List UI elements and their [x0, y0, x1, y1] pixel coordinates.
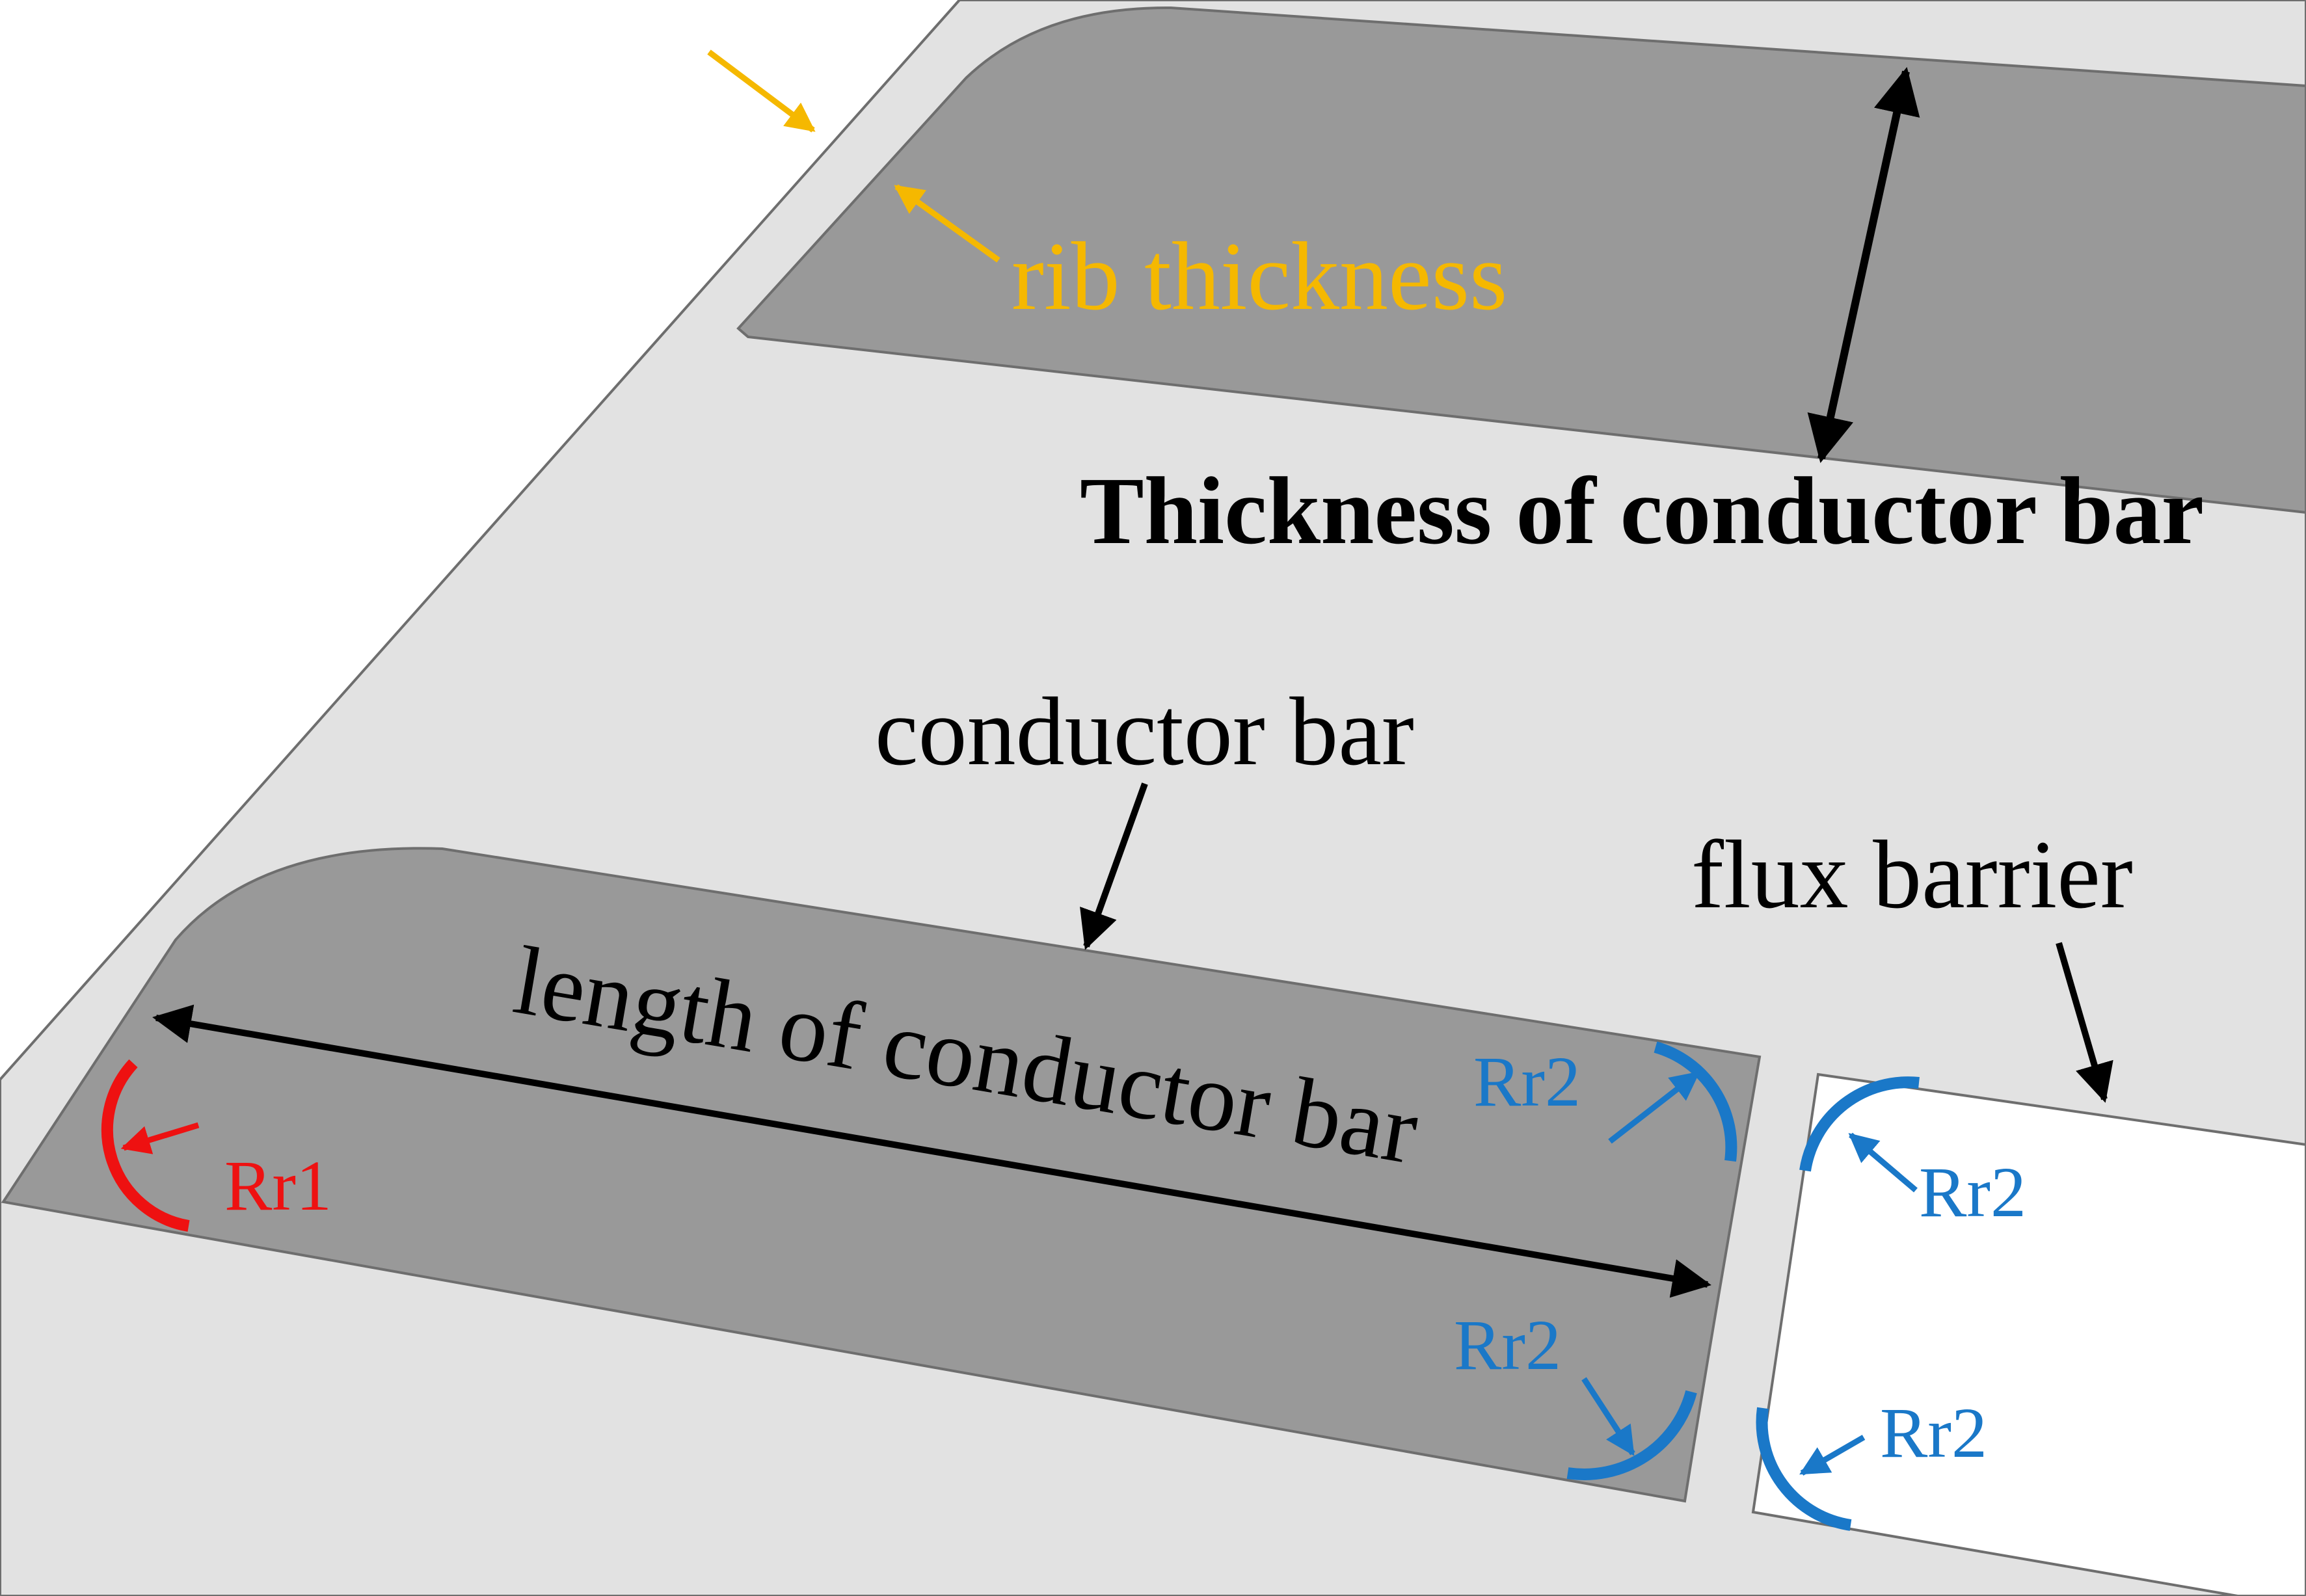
conductor-bar-label: conductor bar	[875, 678, 1414, 786]
bar-thickness-dimension-arrow	[1807, 66, 1920, 464]
flux-barrier-label: flux barrier	[1691, 821, 2133, 929]
rr2-label-barrier-top: Rr2	[1919, 1152, 2026, 1232]
rr2-pointer-arrow-bar-bottom	[1581, 1377, 1635, 1456]
rr2-arc-icon-barrier-bottom	[1756, 1407, 1852, 1531]
conductor-bar-pointer-arrow	[1080, 782, 1148, 950]
rr2-arc-icon-barrier-top	[1799, 1076, 1920, 1172]
thickness-of-conductor-bar-label: Thickness of conductor bar	[1080, 458, 2204, 565]
rr2-pointer-arrow-bar-top	[1608, 1071, 1700, 1144]
rr2-label-barrier-bottom: Rr2	[1880, 1393, 1987, 1472]
rr1-arc-icon	[101, 1059, 190, 1232]
rr2-arc-icon-bar-top	[1654, 1041, 1737, 1162]
flux-barrier-pointer-arrow	[2056, 942, 2113, 1103]
rr2-pointer-arrow-barrier-top	[1848, 1132, 1918, 1193]
bar-length-dimension-arrow	[152, 1004, 1711, 1298]
rr2-pointer-arrow-barrier-bottom	[1799, 1435, 1866, 1476]
rr1-label: Rr1	[224, 1146, 332, 1225]
rr2-label-bar-top: Rr2	[1473, 1042, 1581, 1121]
rr2-arc-icon-bar-bottom	[1566, 1390, 1697, 1480]
rib-thickness-label: rib thickness	[1012, 222, 1507, 330]
rr1-pointer-arrow	[120, 1122, 200, 1154]
rr2-label-bar-bottom: Rr2	[1454, 1305, 1561, 1385]
rib-pointer-arrow	[894, 184, 1000, 263]
rib-pointer-arrow-top	[707, 49, 816, 133]
